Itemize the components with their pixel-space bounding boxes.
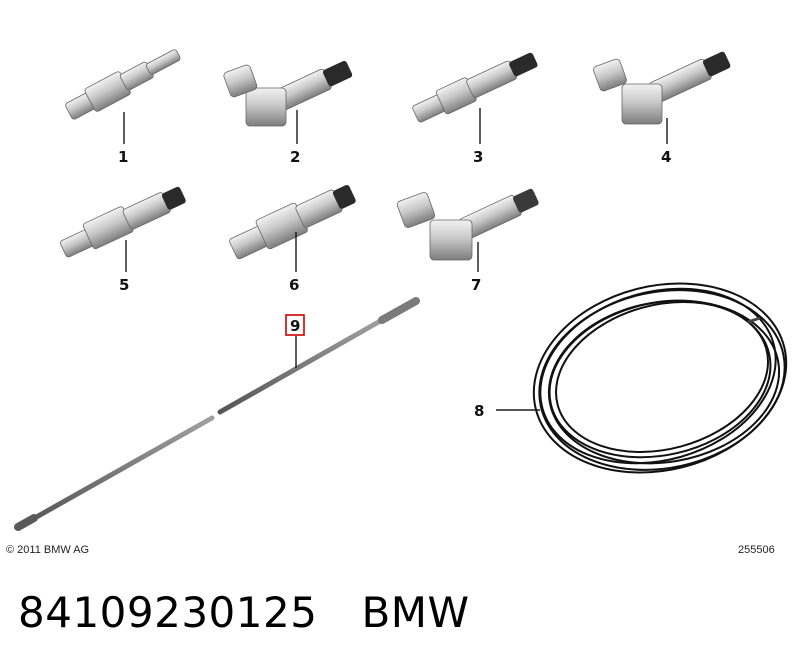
- connector-part-3: [412, 52, 538, 123]
- part-number: 84109230125: [18, 588, 318, 637]
- connector-part-6: [229, 184, 356, 260]
- brand-name: BMW: [361, 588, 470, 637]
- connector-part-1: [65, 49, 181, 120]
- callout-5: 5: [119, 276, 129, 294]
- callout-6: 6: [289, 276, 299, 294]
- callout-8: 8: [474, 402, 484, 420]
- image-number: 255506: [738, 544, 775, 556]
- callout-4: 4: [661, 148, 671, 166]
- connector-part-7: [396, 188, 539, 261]
- connector-part-2: [223, 60, 353, 127]
- callout-1: 1: [118, 148, 128, 166]
- callout-2: 2: [290, 148, 300, 166]
- part-caption: 84109230125 BMW: [18, 588, 470, 637]
- callout-3: 3: [473, 148, 483, 166]
- coaxial-cable-part-8: [532, 282, 788, 474]
- copyright-notice: © 2011 BMW AG: [6, 544, 89, 556]
- connector-part-5: [60, 186, 186, 258]
- callout-9: 9: [290, 317, 300, 335]
- callout-7: 7: [471, 276, 481, 294]
- callout-9-highlight-box: [285, 314, 305, 336]
- antenna-rod-part-9: [14, 297, 420, 531]
- connector-part-4: [593, 51, 731, 125]
